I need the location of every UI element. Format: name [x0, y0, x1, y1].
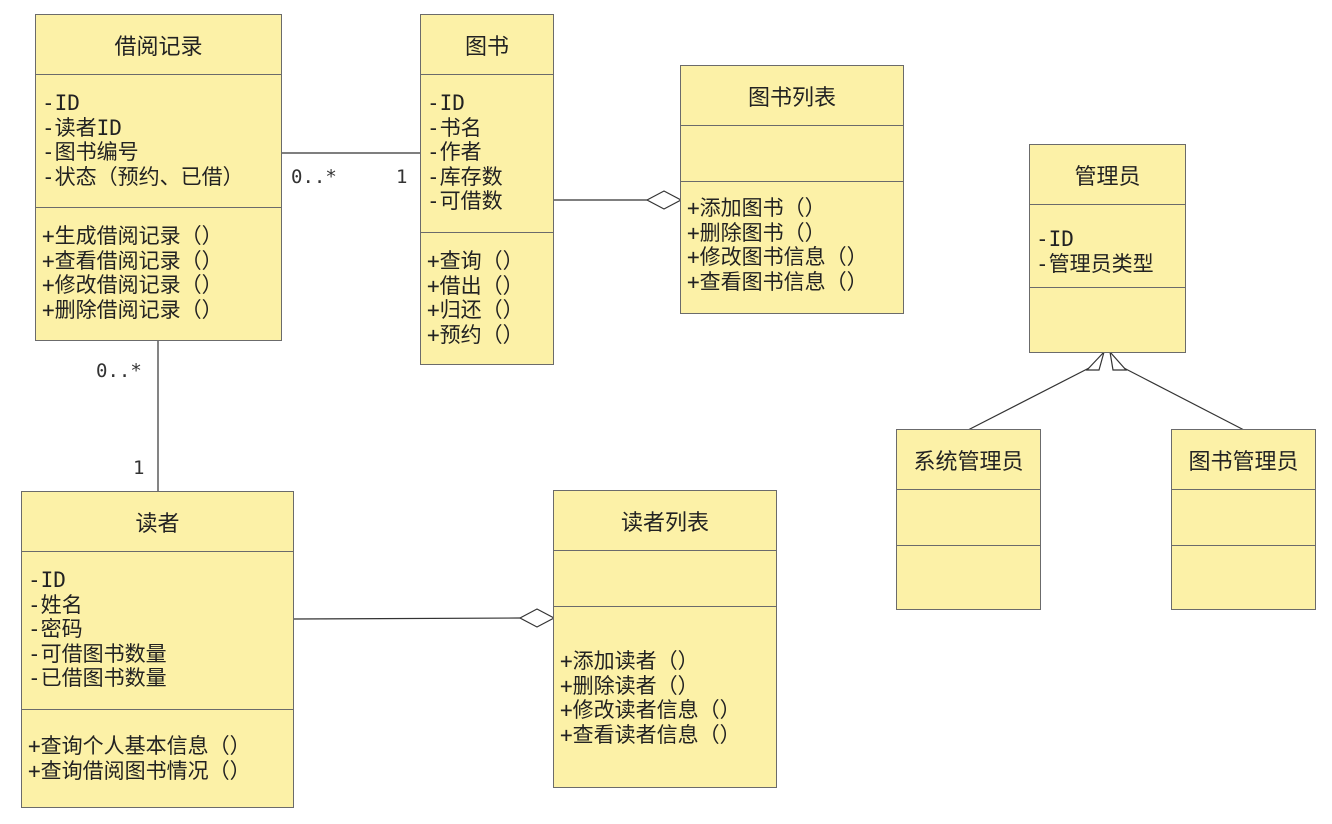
class-name: 图书 — [421, 15, 553, 75]
multiplicity-label: 1 — [396, 166, 408, 188]
class-attributes: -ID -读者ID -图书编号 -状态（预约、已借） — [36, 75, 281, 208]
class-operations: +添加读者（） +删除读者（） +修改读者信息（） +查看读者信息（） — [554, 607, 776, 787]
class-library-admin[interactable]: 图书管理员 — [1171, 429, 1316, 610]
class-operations: +查询个人基本信息（） +查询借阅图书情况（） — [22, 710, 293, 807]
class-reader-list[interactable]: 读者列表 +添加读者（） +删除读者（） +修改读者信息（） +查看读者信息（） — [553, 490, 777, 788]
class-system-admin[interactable]: 系统管理员 — [896, 429, 1041, 610]
generalization-triangle-icon — [1109, 350, 1128, 371]
aggregation-diamond-icon — [518, 608, 556, 628]
multiplicity-label: 0..* — [96, 360, 142, 382]
class-name: 管理员 — [1030, 145, 1185, 205]
class-name: 读者 — [22, 492, 293, 552]
operation: +生成借阅记录（） — [42, 224, 223, 248]
aggregation-diamond-icon — [645, 190, 683, 210]
attribute: -库存数 — [427, 164, 503, 189]
class-name: 读者列表 — [554, 491, 776, 551]
operation: +查看借阅记录（） — [42, 248, 223, 273]
attribute: -ID — [1036, 227, 1074, 251]
operation: +归还（） — [427, 298, 524, 322]
class-borrow-record[interactable]: 借阅记录 -ID -读者ID -图书编号 -状态（预约、已借） +生成借阅记录（… — [35, 14, 282, 341]
operation: +预约（） — [427, 322, 524, 347]
attribute: -姓名 — [28, 592, 83, 617]
class-attributes — [681, 126, 903, 182]
class-operations: +生成借阅记录（） +查看借阅记录（） +修改借阅记录（） +删除借阅记录（） — [36, 208, 281, 340]
operation: +查看图书信息（） — [687, 269, 868, 294]
class-book-list[interactable]: 图书列表 +添加图书（） +删除图书（） +修改图书信息（） +查看图书信息（） — [680, 65, 904, 314]
generalization-triangle-icon — [1085, 351, 1105, 371]
operation: +查询（） — [427, 249, 524, 273]
operation: +添加读者（） — [560, 649, 699, 673]
class-name: 图书列表 — [681, 66, 903, 126]
multiplicity-label: 0..* — [291, 166, 337, 188]
class-operations — [1030, 288, 1185, 352]
class-operations — [1172, 546, 1315, 609]
class-name: 借阅记录 — [36, 15, 281, 75]
attribute: -可借数 — [427, 189, 503, 213]
class-reader[interactable]: 读者 -ID -姓名 -密码 -可借图书数量 -已借图书数量 +查询个人基本信息… — [21, 491, 294, 808]
generalization-sysadmin-admin — [967, 365, 1094, 431]
class-attributes — [1172, 490, 1315, 546]
attribute: -管理员类型 — [1036, 251, 1154, 276]
aggregation-reader-readerlist — [292, 617, 521, 620]
attribute: -已借图书数量 — [28, 666, 167, 690]
class-name: 图书管理员 — [1172, 430, 1315, 490]
class-operations — [897, 546, 1040, 609]
attribute: -状态（预约、已借） — [42, 164, 244, 189]
operation: +修改图书信息（） — [687, 245, 868, 269]
attribute: -读者ID — [42, 115, 122, 140]
generalization-libadmin-admin — [1119, 365, 1245, 431]
class-operations: +添加图书（） +删除图书（） +修改图书信息（） +查看图书信息（） — [681, 182, 903, 313]
class-attributes: -ID -姓名 -密码 -可借图书数量 -已借图书数量 — [22, 552, 293, 710]
attribute: -图书编号 — [42, 140, 139, 164]
class-attributes — [897, 490, 1040, 546]
class-admin[interactable]: 管理员 -ID -管理员类型 — [1029, 144, 1186, 353]
class-name: 系统管理员 — [897, 430, 1040, 490]
attribute: -可借图书数量 — [28, 641, 167, 666]
attribute: -书名 — [427, 115, 482, 140]
operation: +删除借阅记录（） — [42, 297, 223, 322]
operation: +查询个人基本信息（） — [28, 734, 251, 758]
attribute: -ID — [28, 568, 66, 592]
class-attributes — [554, 551, 776, 607]
operation: +修改读者信息（） — [560, 698, 741, 722]
class-operations: +查询（） +借出（） +归还（） +预约（） — [421, 233, 553, 364]
operation: +修改借阅记录（） — [42, 273, 223, 297]
class-attributes: -ID -管理员类型 — [1030, 205, 1185, 288]
attribute: -ID — [42, 91, 80, 115]
operation: +查询借阅图书情况（） — [28, 758, 251, 783]
attribute: -ID — [427, 91, 465, 115]
class-book[interactable]: 图书 -ID -书名 -作者 -库存数 -可借数 +查询（） +借出（） +归还… — [420, 14, 554, 365]
attribute: -密码 — [28, 617, 83, 641]
operation: +查看读者信息（） — [560, 722, 741, 747]
operation: +删除读者（） — [560, 673, 699, 698]
attribute: -作者 — [427, 140, 482, 164]
multiplicity-label: 1 — [133, 457, 145, 479]
operation: +借出（） — [427, 273, 524, 298]
operation: +删除图书（） — [687, 220, 826, 245]
class-attributes: -ID -书名 -作者 -库存数 -可借数 — [421, 75, 553, 233]
operation: +添加图书（） — [687, 196, 826, 220]
